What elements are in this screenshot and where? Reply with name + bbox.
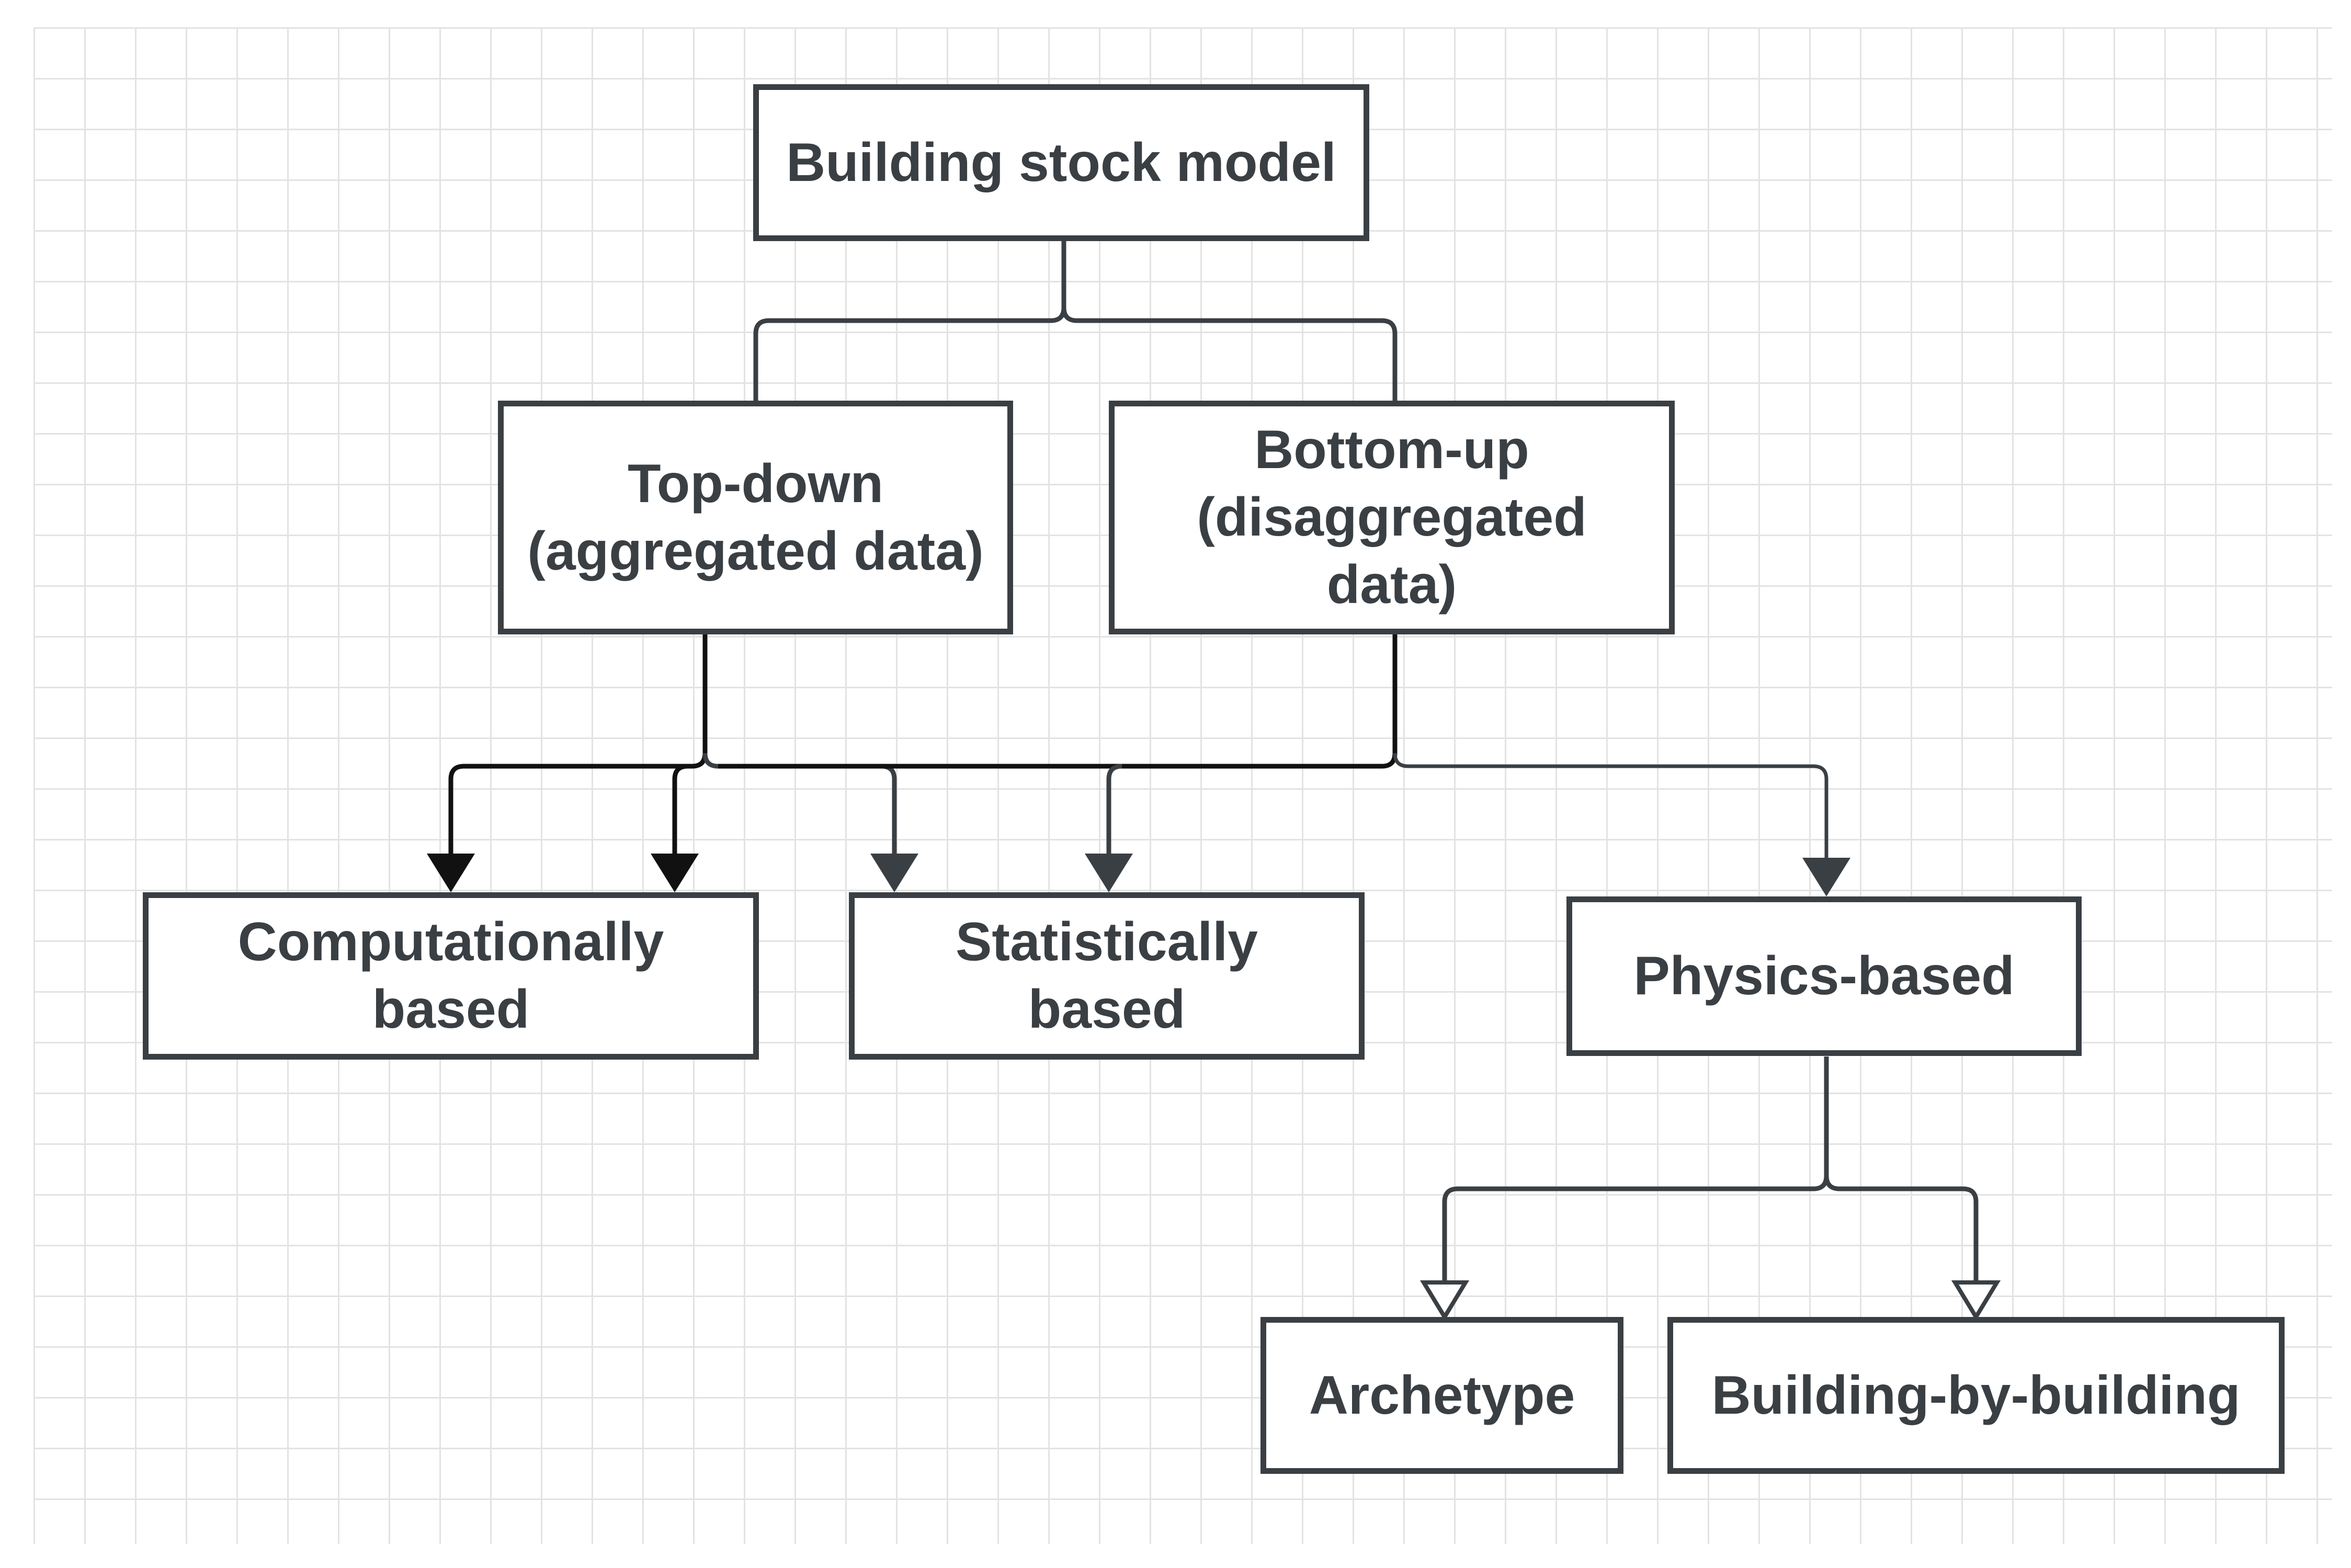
node-top-down-label: Top-down (aggregated data) [527,453,984,582]
open-arrowhead-archetype [1419,1280,1470,1321]
arrowhead-computational-right [651,854,699,892]
node-physics-based-label: Physics-based [1633,946,2015,1007]
connector-bottomup-to-physics [1393,753,1828,858]
connector-topdown-to-computational-right [672,753,708,858]
node-building-by-building-label: Building-by-building [1711,1365,2241,1426]
connector-root-to-bottomup [1061,307,1398,405]
background-grid [33,27,2332,1544]
connector-topdown-to-computational-left [448,633,708,858]
node-building-stock-model-label: Building stock model [786,132,1336,193]
node-statistically-based-label: Statistically based [955,912,1258,1040]
node-top-down: Top-down (aggregated data) [498,401,1013,634]
open-arrowhead-building-by-building [1951,1280,2001,1321]
node-building-stock-model: Building stock model [753,84,1369,241]
arrowhead-physics [1802,858,1850,896]
node-bottom-up-label: Bottom-up (disaggregated data) [1197,419,1587,615]
connector-physics-to-building-by-building [1824,1175,1979,1282]
node-archetype-label: Archetype [1309,1365,1575,1426]
node-building-by-building: Building-by-building [1667,1317,2285,1474]
node-computationally-based: Computationally based [143,892,759,1060]
node-physics-based: Physics-based [1566,896,2082,1056]
arrowhead-statistical-right [1085,854,1133,892]
connector-bottomup-to-statistical [1106,764,1122,858]
node-bottom-up: Bottom-up (disaggregated data) [1109,401,1675,634]
node-computationally-based-label: Computationally based [237,912,664,1040]
node-archetype: Archetype [1260,1317,1623,1474]
node-statistically-based: Statistically based [849,892,1365,1060]
arrowhead-statistical-left [870,854,918,892]
arrowhead-computational-left [427,854,475,892]
connector-topdown-to-statistical [702,753,897,858]
connector-bottomup-to-lower-level [718,633,1398,769]
connector-root-to-topdown [753,241,1066,405]
connector-physics-to-archetype [1442,1056,1829,1282]
